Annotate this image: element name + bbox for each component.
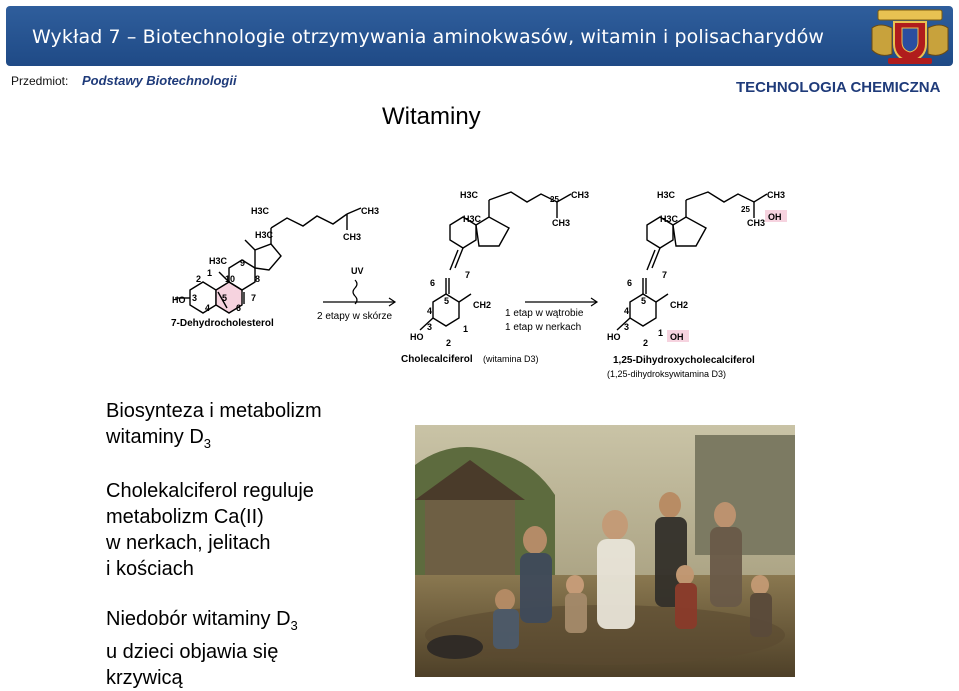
step1-label: 2 etapy w skórze	[317, 311, 392, 322]
label-n7-b: 7	[465, 270, 470, 280]
label-ch3-2: CH3	[343, 232, 361, 242]
label-h3c-7: H3C	[660, 214, 679, 224]
label-n5-c: 5	[641, 296, 646, 306]
label-ch2-1: CH2	[473, 300, 491, 310]
text-line: w nerkach, jelitach	[106, 532, 271, 554]
text-fragment: witaminy D	[106, 426, 204, 448]
label-ch3-5: CH3	[767, 190, 785, 200]
label-ch3-4: CH3	[552, 218, 570, 228]
subject-label: Przedmiot:	[11, 74, 69, 88]
label-ho-1: HO	[172, 295, 186, 305]
label-n2-a: 2	[196, 274, 201, 284]
compound1-name: 7-Dehydrocholesterol	[171, 318, 274, 329]
label-ch3-6: CH3	[747, 218, 765, 228]
header-banner: Wykład 7 – Biotechnologie otrzymywania a…	[6, 6, 953, 66]
label-n6-a: 6	[236, 303, 241, 313]
compound3-name: 1,25-Dihydroxycholecalciferol	[613, 355, 755, 366]
label-n7-c: 7	[662, 270, 667, 280]
label-n3-a: 3	[192, 293, 197, 303]
label-n25-a: 25	[550, 195, 559, 204]
label-ho-3: HO	[607, 332, 621, 342]
text-regulation: Cholekalciferol reguluje metabolizm Ca(I…	[106, 478, 314, 582]
label-n25-b: 25	[741, 205, 750, 214]
label-ch2-2: CH2	[670, 300, 688, 310]
label-n3-c: 3	[624, 322, 629, 332]
text-line: witaminy D3	[106, 424, 322, 457]
label-n10-a: 10	[225, 274, 235, 284]
compound2-name: Cholecalciferol	[401, 354, 473, 365]
label-ch3-3: CH3	[571, 190, 589, 200]
text-deficiency: Niedobór witaminy D3 u dzieci objawia si…	[106, 606, 298, 691]
label-h3c-6: H3C	[657, 190, 676, 200]
label-ch3-1: CH3	[361, 206, 379, 216]
label-n4-b: 4	[427, 306, 432, 316]
label-n5-b: 5	[444, 296, 449, 306]
label-oh-1: OH	[768, 212, 782, 222]
department-name: TECHNOLOGIA CHEMICZNA	[736, 79, 941, 96]
step2-line1: 1 etap w wątrobie	[505, 308, 584, 319]
lecture-title: Wykład 7 – Biotechnologie otrzymywania a…	[32, 26, 825, 48]
label-h3c-4: H3C	[460, 190, 479, 200]
label-n2-c: 2	[643, 338, 648, 348]
label-n2-b: 2	[446, 338, 451, 348]
label-ho-2: HO	[410, 332, 424, 342]
compound2-note: (witamina D3)	[483, 354, 539, 364]
label-n7-a: 7	[251, 293, 256, 303]
label-n4-c: 4	[624, 306, 629, 316]
text-biosynthesis: Biosynteza i metabolizm witaminy D3	[106, 398, 322, 457]
label-n4-a: 4	[205, 303, 210, 313]
university-crest-icon	[871, 9, 949, 64]
text-line: metabolizm Ca(II)	[106, 506, 264, 528]
historical-painting-image	[415, 425, 795, 677]
label-h3c-1: H3C	[251, 206, 270, 216]
label-n1-b: 1	[463, 324, 468, 334]
label-n1-a: 1	[207, 268, 212, 278]
text-line: u dzieci objawia się	[106, 641, 279, 663]
text-fragment: Niedobór witaminy D	[106, 608, 291, 630]
label-n6-c: 6	[627, 278, 632, 288]
text-line: Biosynteza i metabolizm	[106, 400, 322, 422]
label-n9-a: 9	[240, 258, 245, 268]
subscript: 3	[290, 618, 298, 633]
subject-name: Podstawy Biotechnologii	[82, 73, 237, 88]
slide-title: Witaminy	[382, 103, 481, 130]
step2-line2: 1 etap w nerkach	[505, 322, 581, 333]
label-n5-a: 5	[222, 293, 227, 303]
label-oh-2: OH	[670, 332, 684, 342]
text-line: Cholekalciferol reguluje	[106, 480, 314, 502]
text-line: krzywicą	[106, 667, 183, 689]
step1-uv-label: UV	[351, 266, 364, 276]
text-line: i kościach	[106, 558, 194, 580]
label-h3c-5: H3C	[463, 214, 482, 224]
text-line: Niedobór witaminy D3	[106, 606, 298, 639]
label-h3c-2: H3C	[255, 230, 274, 240]
label-n6-b: 6	[430, 278, 435, 288]
subscript: 3	[203, 436, 212, 451]
label-n1-c: 1	[658, 328, 663, 338]
label-n3-b: 3	[427, 322, 432, 332]
compound3-note: (1,25-dihydroksywitamina D3)	[607, 369, 726, 379]
vitamin-d3-biosynthesis-scheme: H3C CH3 H3C CH3 H3C HO 1 2 3 4 5 6 7 8 9…	[171, 190, 787, 379]
label-n8-a: 8	[255, 274, 260, 284]
label-h3c-3: H3C	[209, 256, 228, 266]
